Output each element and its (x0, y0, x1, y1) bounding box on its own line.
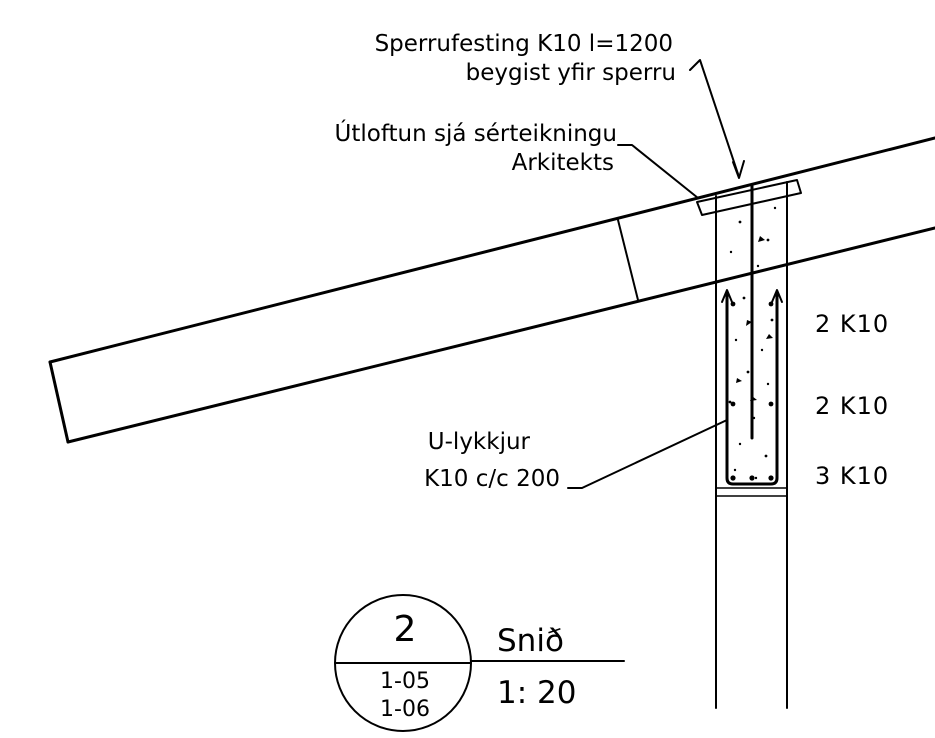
rebar-mid-label: 2 K10 (815, 392, 889, 420)
soffit-plate (696, 179, 802, 216)
section-marker (334, 594, 625, 732)
soffit-label-line1: Útloftun sjá sérteikningu (335, 119, 617, 147)
soffit-label-line2: Arkitekts (512, 150, 614, 176)
rafter-fixing-label-line2: beygist yfir sperru (466, 60, 676, 86)
rebar-top-label: 2 K10 (815, 310, 889, 338)
leader-soffit (617, 144, 699, 199)
section-number: 2 (394, 609, 417, 650)
section-scale: 1: 20 (497, 675, 576, 711)
rafter (48, 136, 935, 444)
stirrups-label-line2: K10 c/c 200 (424, 466, 560, 492)
reinforcement (721, 184, 783, 486)
sheet-ref-bottom: 1-06 (380, 697, 430, 722)
rebar-bottom-label: 3 K10 (815, 462, 889, 490)
leader-stirrups (567, 419, 728, 489)
leader-rafter-fixing (689, 59, 745, 179)
concrete-wall (715, 181, 788, 709)
section-title: Snið (497, 623, 564, 659)
stirrups-label-line1: U-lykkjur (428, 429, 531, 455)
sheet-ref-top: 1-05 (380, 669, 430, 694)
rafter-fixing-label-line1: Sperrufesting K10 l=1200 (375, 31, 673, 57)
